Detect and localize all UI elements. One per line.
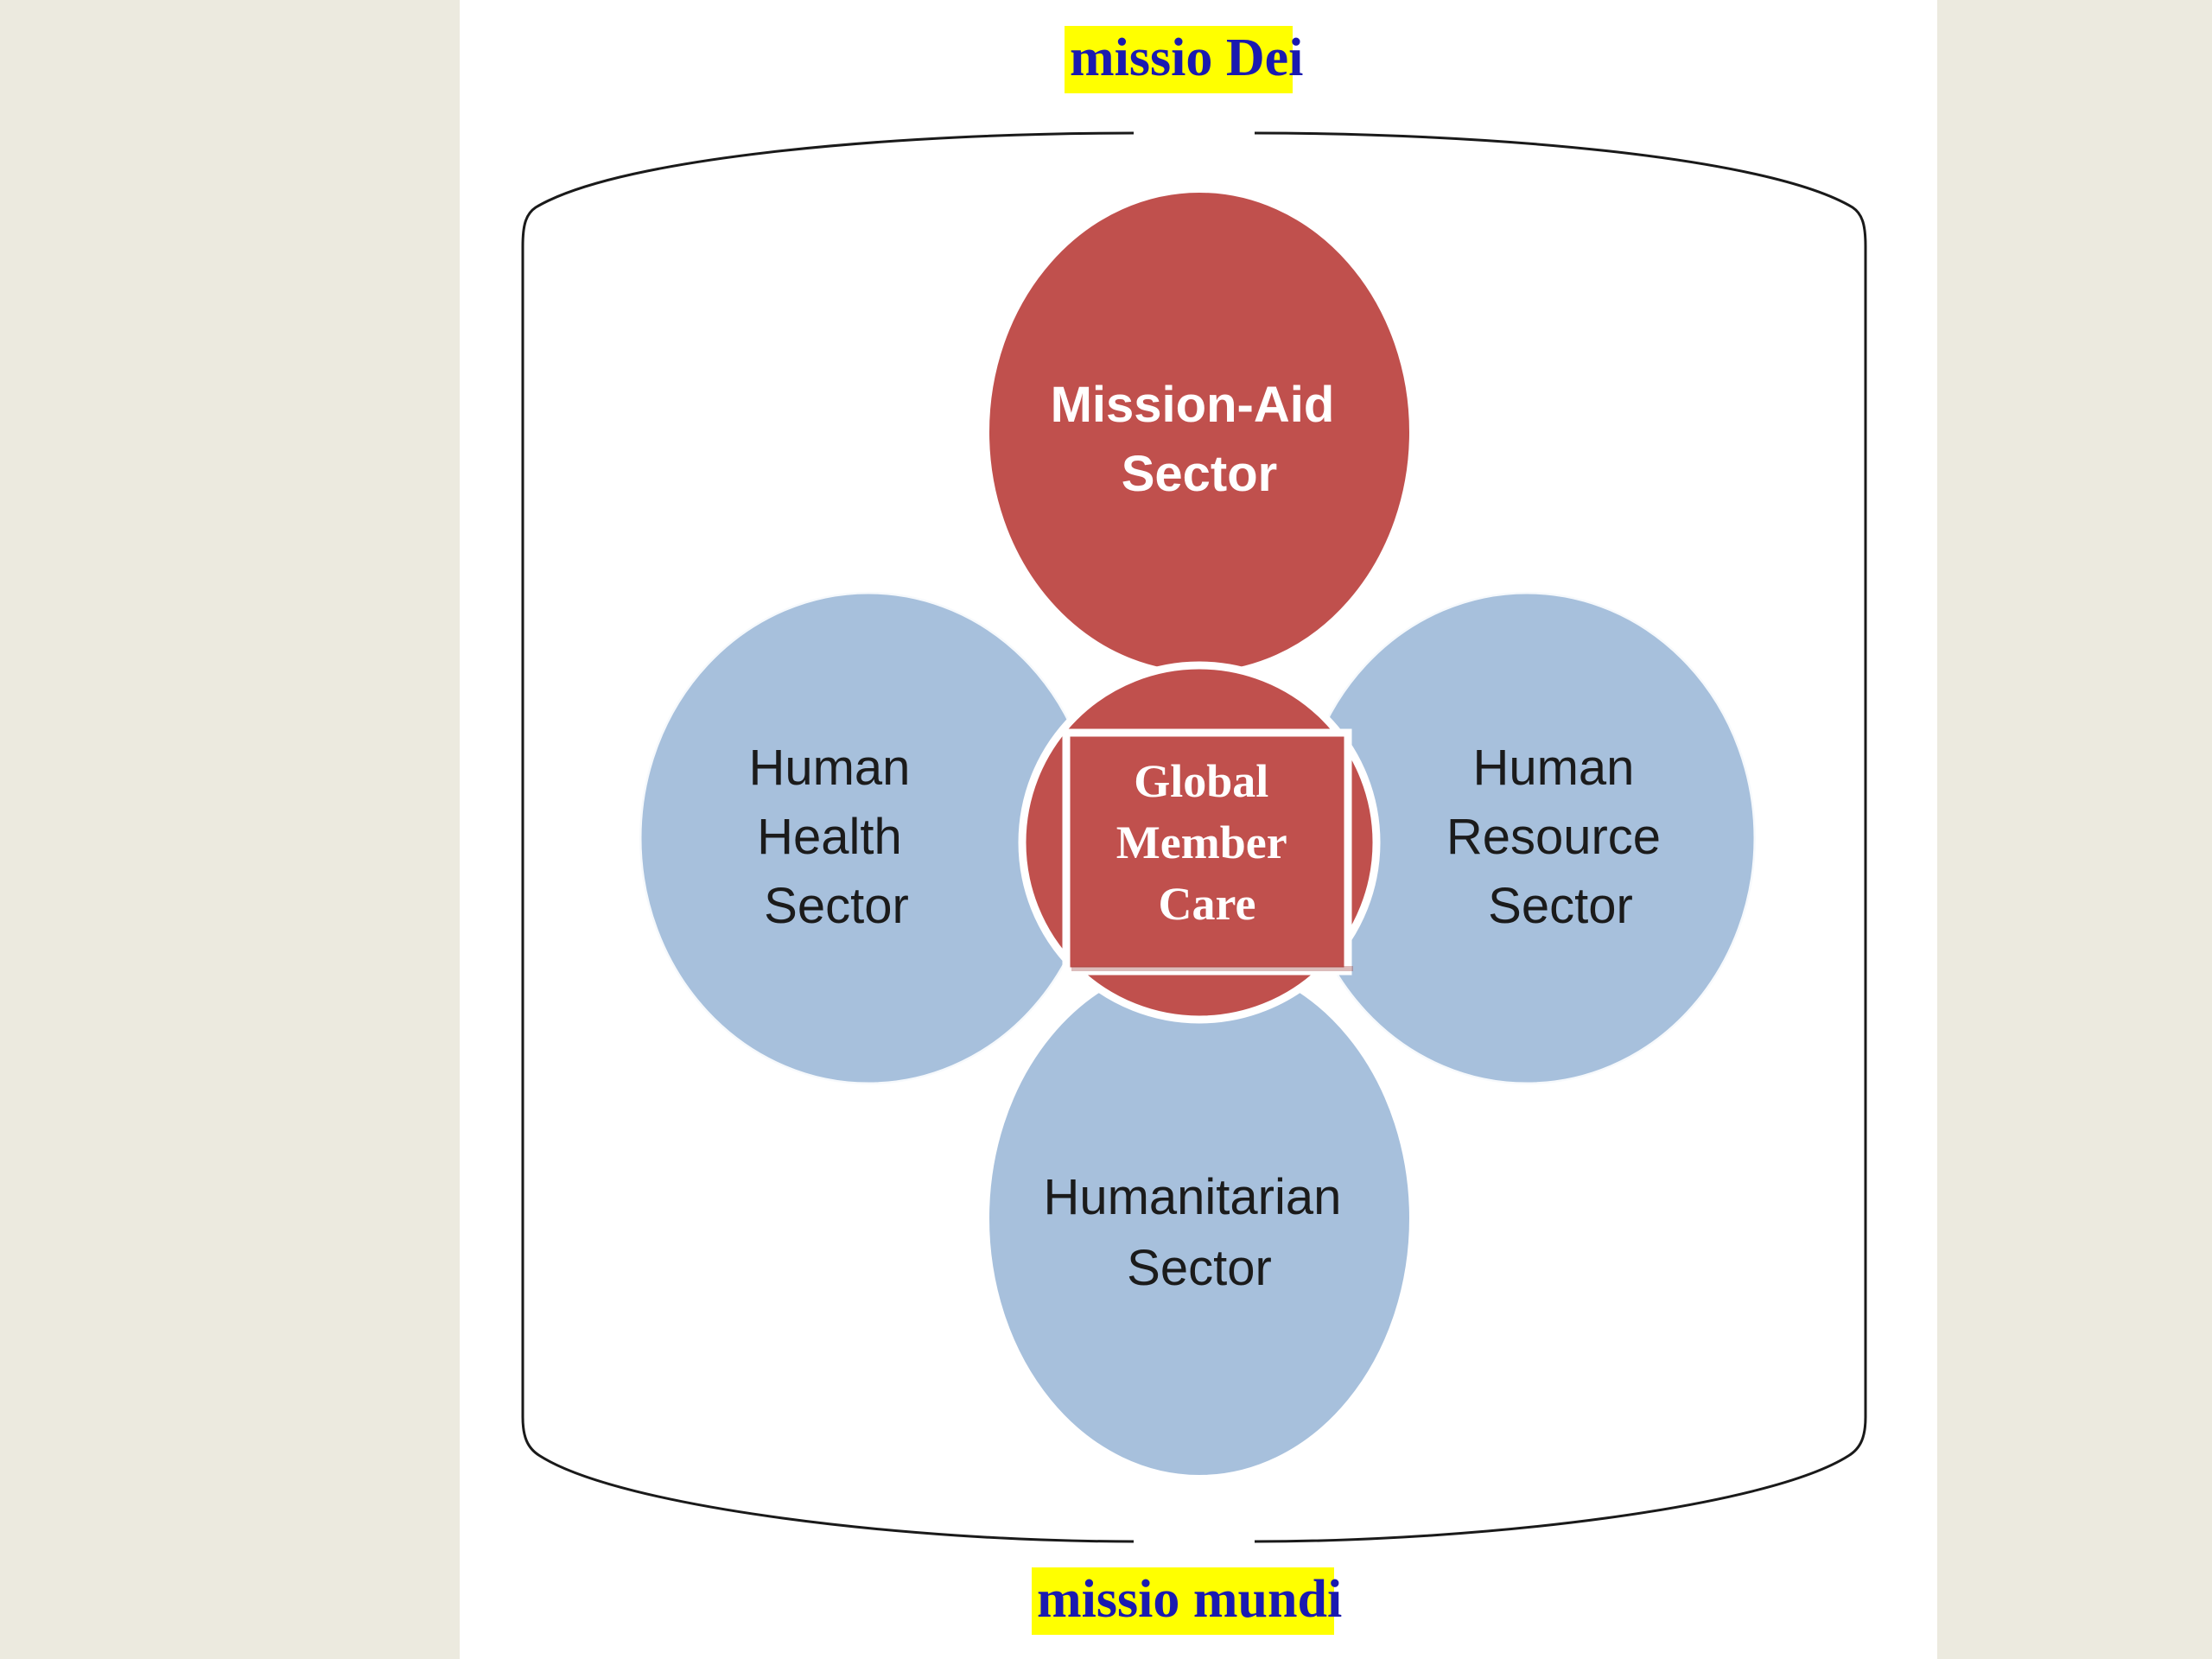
humanitarian-label: Humanitarian Sector (1043, 1169, 1355, 1296)
human-health-ellipse (639, 592, 1097, 1084)
human-resource-ellipse (1298, 592, 1756, 1084)
human-resource-label: Human Resource Sector (1446, 740, 1675, 934)
center-box-shadow (1071, 966, 1353, 971)
human-health-label: Human Health Sector (748, 740, 924, 934)
frame-top-left-arc (521, 131, 1135, 247)
frame-top-right-arc (1254, 131, 1867, 247)
missio-mundi-label: missio mundi (1032, 1567, 1342, 1635)
global-member-care-label: Global Member Care (1116, 755, 1298, 930)
frame-bottom-left-arc (521, 1416, 1135, 1543)
missio-dei-label: missio Dei (1065, 26, 1303, 93)
global-member-care-box (1062, 728, 1352, 976)
frame-bottom-right-arc (1254, 1416, 1867, 1543)
mission-aid-label: Mission-Aid Sector (1051, 377, 1349, 502)
